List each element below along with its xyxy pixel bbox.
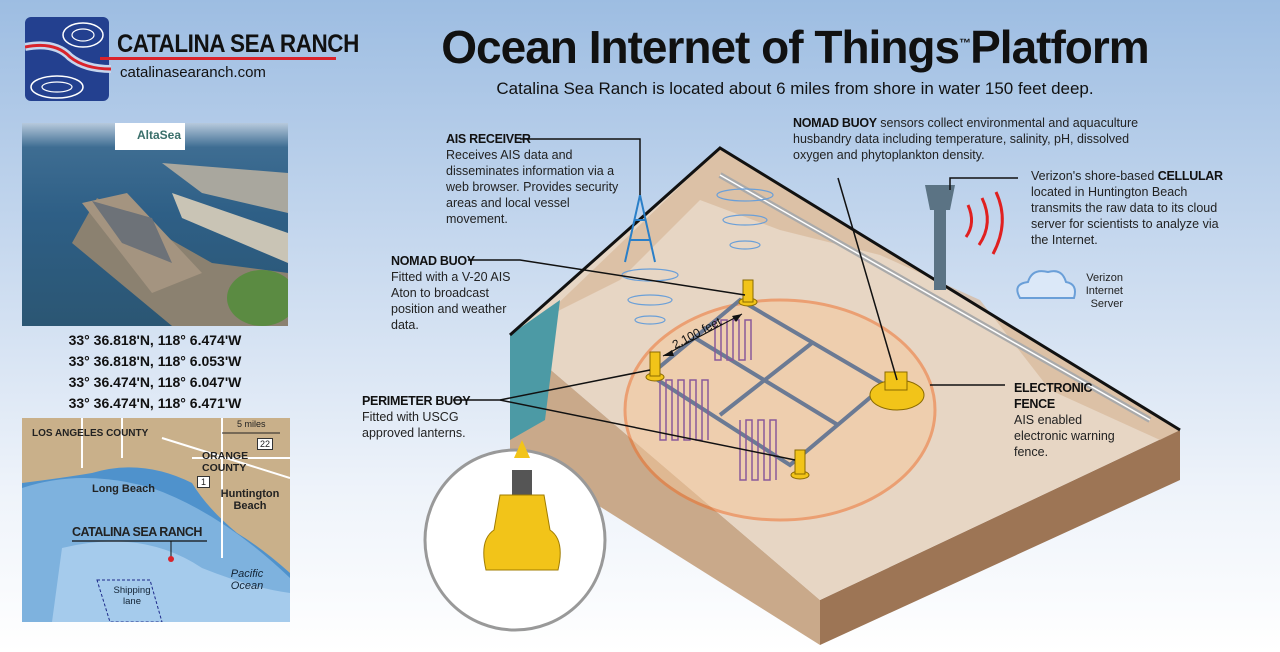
callout-text: located in Huntington Beach transmits th… <box>1031 185 1219 247</box>
map-label-la-county: LOS ANGELES COUNTY <box>32 428 149 439</box>
callout-text: AIS enabled electronic warning fence. <box>1014 413 1115 459</box>
map-label-pacific: Pacific Ocean <box>230 568 264 592</box>
aerial-photo: AltaSea <box>22 123 288 326</box>
callout-electronic-fence: ELECTRONIC FENCE AIS enabled electronic … <box>1014 380 1124 460</box>
nomad-buoy-platform-icon <box>869 371 925 411</box>
mussel-lines <box>659 319 777 481</box>
callout-text: Receives AIS data and disseminates infor… <box>446 148 619 226</box>
map-label-shipping-lane: Shipping lane <box>113 585 151 607</box>
nomad-buoy-top-icon <box>738 279 758 307</box>
coordinate: 33° 36.818'N, 118° 6.053'W <box>68 353 242 369</box>
logo-url: catalinasearanch.com <box>120 64 266 81</box>
callout-nomad-buoy-left: NOMAD BUOY Fitted with a V-20 AIS Aton t… <box>391 253 516 333</box>
route-1-badge: 1 <box>197 476 211 488</box>
callout-heading: AIS RECEIVER <box>446 132 531 146</box>
map-scale: 5 miles <box>237 419 266 429</box>
callout-heading: CELLULAR <box>1157 169 1223 183</box>
trademark: ™ <box>959 36 971 50</box>
callout-text: sensors collect environmental and aquacu… <box>793 116 1139 162</box>
altasea-label: AltaSea <box>137 128 182 142</box>
callout-nomad-buoy-top: NOMAD BUOY sensors collect environmental… <box>793 115 1143 163</box>
box-left-face <box>510 335 820 645</box>
callout-text: Fitted with a V-20 AIS Aton to broadcast… <box>391 270 511 332</box>
map-shapes <box>22 418 290 622</box>
coordinate: 33° 36.474'N, 118° 6.471'W <box>68 395 242 411</box>
port-illustration <box>72 163 288 326</box>
distance-marker <box>662 313 743 357</box>
cloud-icon <box>1016 270 1076 299</box>
page-title: Ocean Internet of Things™Platform <box>330 20 1260 74</box>
map-label-ranch: CATALINA SEA RANCH <box>72 525 202 539</box>
perimeter-buoy-right-icon <box>790 449 810 480</box>
perimeter-buoy-closeup-icon <box>483 440 561 571</box>
callout-ais-receiver: AIS RECEIVER Receives AIS data and disse… <box>446 131 626 227</box>
callout-cellular: Verizon's shore-based CELLULAR located i… <box>1031 168 1231 248</box>
coordinate: 33° 36.818'N, 118° 6.474'W <box>68 332 242 348</box>
route-22-badge: 22 <box>257 438 274 450</box>
title-main: Ocean Internet of Things <box>441 21 960 73</box>
map-label-long-beach: Long Beach <box>92 483 155 495</box>
location-map: LOS ANGELES COUNTY 5 miles 22 ORANGE COU… <box>22 418 290 622</box>
altasea-logo: AltaSea <box>115 123 185 150</box>
callout-heading: NOMAD BUOY <box>391 254 475 268</box>
cellular-signal-icon <box>964 191 1004 255</box>
callout-text: Fitted with USCG approved lanterns. <box>362 410 466 440</box>
perimeter-buoy-left-icon <box>645 351 665 382</box>
cell-tower-icon <box>925 185 955 290</box>
coordinates-list: 33° 36.818'N, 118° 6.474'W 33° 36.818'N,… <box>22 330 288 414</box>
coordinate: 33° 36.474'N, 118° 6.047'W <box>68 374 242 390</box>
callout-heading: ELECTRONIC FENCE <box>1014 381 1093 411</box>
callout-perimeter-buoy: PERIMETER BUOY Fitted with USCG approved… <box>362 393 482 441</box>
callout-heading: NOMAD BUOY <box>793 116 877 130</box>
signal-rings <box>621 188 774 325</box>
subtitle: Catalina Sea Ranch is located about 6 mi… <box>496 79 1094 98</box>
callout-cloud: Verizon Internet Server <box>1085 272 1123 310</box>
map-label-huntington-beach: Huntington Beach <box>220 488 280 512</box>
title-tail: Platform <box>970 21 1150 73</box>
box-right-face <box>820 430 1180 645</box>
shore-land <box>520 148 1180 440</box>
oyster-logo-icon <box>24 17 112 101</box>
logo <box>24 17 112 103</box>
map-label-orange-county: ORANGE COUNTY <box>202 450 249 474</box>
callout-heading: PERIMETER BUOY <box>362 394 471 408</box>
leader-lines <box>453 138 1018 461</box>
logo-name: CATALINA SEA RANCH <box>117 30 359 58</box>
callout-text: Verizon's shore-based <box>1031 169 1155 183</box>
logo-red-line <box>100 57 336 60</box>
electronic-fence-circle <box>623 298 937 522</box>
